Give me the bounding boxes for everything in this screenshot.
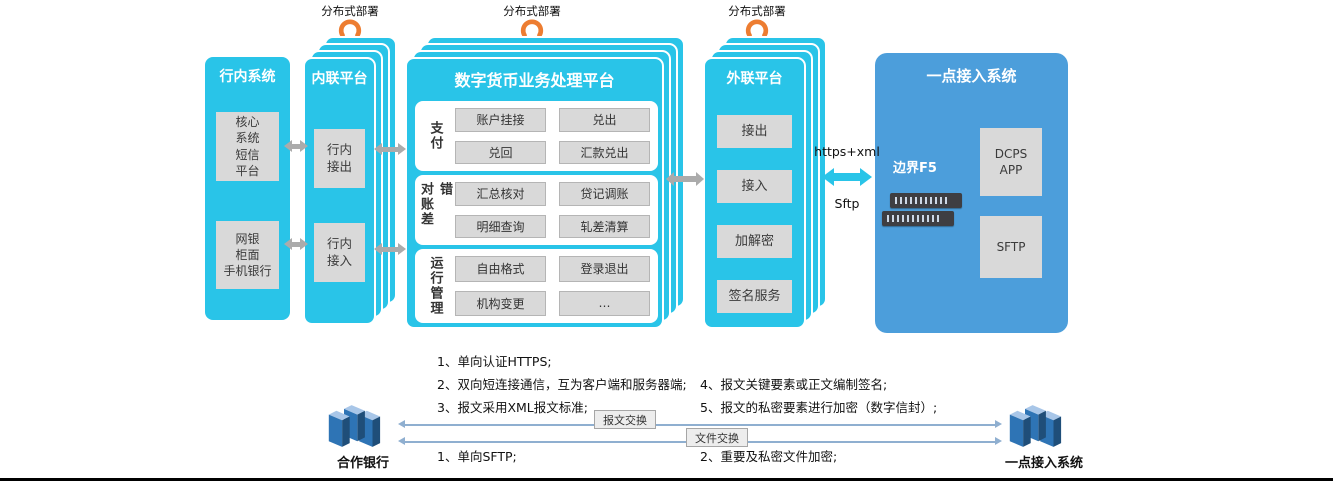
note-file-encrypt: 2、重要及私密文件加密; [700, 449, 838, 464]
function-chip: 机构变更 [455, 290, 546, 316]
function-chip: 兑回 [455, 140, 546, 164]
function-chip: … [559, 290, 650, 316]
note-sign-2: 5、报文的私密要素进行加密（数字信封）; [700, 400, 938, 415]
network-switch-icon [880, 193, 970, 229]
deploy-label-dcbp: 分布式部署 [503, 4, 561, 18]
row-label-payment: 支付 [427, 121, 443, 151]
deploy-label-wailian: 分布式部署 [728, 4, 786, 18]
note-https-2: 2、双向短连接通信，互为客户端和服务器端; [437, 377, 687, 392]
server-icon [1009, 405, 1062, 447]
https-xml-label: https+xml [814, 144, 880, 159]
ebank-counter-mobile-box: 网银 柜面 手机银行 [216, 221, 279, 289]
operations-row: 运行管理 自由格式 登录退出 机构变更 … [415, 249, 658, 323]
panel-title: 数字货币业务处理平台 [454, 71, 615, 90]
distributed-deploy-icon [745, 19, 769, 38]
function-chip: 登录退出 [559, 256, 650, 282]
panel-title: 内联平台 [311, 71, 368, 87]
function-chip: 汇总核对 [455, 182, 546, 206]
panel-title: 行内系统 [219, 69, 276, 85]
server-icon [328, 405, 381, 447]
panel-digital-currency-platform: 数字货币业务处理平台 支付 账户挂接 兑出 兑回 汇款兑出 对账差错 汇总核对 … [405, 57, 664, 329]
distributed-deploy-icon [338, 19, 362, 38]
panel-single-point-access: 一点接入系统 边界F5 DCPS APP SFTP [875, 53, 1068, 333]
payment-row: 支付 账户挂接 兑出 兑回 汇款兑出 [415, 101, 658, 171]
file-exchange-chip: 文件交换 [686, 428, 748, 447]
panel-internal-platform: 内联平台 行内 接出 行内 接入 [303, 57, 376, 325]
function-chip: 明细查询 [455, 214, 546, 238]
sftp-link-label: Sftp [834, 196, 860, 211]
panel-title: 外联平台 [726, 71, 783, 87]
border-f5-label: 边界F5 [893, 161, 937, 176]
deploy-label-neilian: 分布式部署 [321, 4, 379, 18]
row-label-reconciliation: 对账差错 [418, 182, 452, 227]
arrow-bank-to-internal-2 [284, 238, 308, 251]
partner-bank-label: 合作银行 [336, 456, 389, 471]
reconciliation-row: 对账差错 汇总核对 贷记调账 明细查询 轧差清算 [415, 175, 658, 245]
arrow-dcbp-to-external [666, 172, 704, 186]
ext-in-box: 接入 [717, 170, 792, 203]
panel-title: 一点接入系统 [926, 67, 1017, 85]
note-https-3: 3、报文采用XML报文标准; [437, 400, 588, 415]
panel-external-platform: 外联平台 接出 接入 加解密 签名服务 [703, 57, 806, 329]
ext-out-box: 接出 [717, 115, 792, 148]
function-chip: 贷记调账 [559, 182, 650, 206]
bottom-divider [0, 478, 1333, 481]
arrow-internal-to-dcbp-2 [374, 243, 406, 256]
message-exchange-arrow [398, 420, 1002, 429]
signature-box: 签名服务 [717, 280, 792, 313]
dcps-app-box: DCPS APP [980, 128, 1042, 196]
function-chip: 自由格式 [455, 256, 546, 282]
note-sign-1: 4、报文关键要素或正文编制签名; [700, 377, 888, 392]
function-chip: 兑出 [559, 108, 650, 132]
note-https-1: 1、单向认证HTTPS; [437, 354, 552, 369]
distributed-deploy-icon [520, 19, 544, 38]
access-system-label: 一点接入系统 [1004, 456, 1083, 471]
arrow-bank-to-internal-1 [284, 140, 308, 153]
arrow-external-to-access [822, 168, 872, 186]
row-label-operations: 运行管理 [427, 256, 443, 316]
function-chip: 汇款兑出 [559, 140, 650, 164]
sftp-box: SFTP [980, 216, 1042, 278]
arrow-internal-to-dcbp-1 [374, 143, 406, 156]
core-system-sms-box: 核心 系统 短信 平台 [216, 112, 279, 181]
note-sftp: 1、单向SFTP; [437, 449, 517, 464]
crypto-box: 加解密 [717, 225, 792, 258]
panel-bank-internal-system: 行内系统 核心 系统 短信 平台 网银 柜面 手机银行 [205, 57, 290, 320]
internal-out-box: 行内 接出 [314, 129, 365, 188]
message-exchange-chip: 报文交换 [594, 410, 656, 429]
function-chip: 轧差清算 [559, 214, 650, 238]
function-chip: 账户挂接 [455, 108, 546, 132]
internal-in-box: 行内 接入 [314, 223, 365, 282]
